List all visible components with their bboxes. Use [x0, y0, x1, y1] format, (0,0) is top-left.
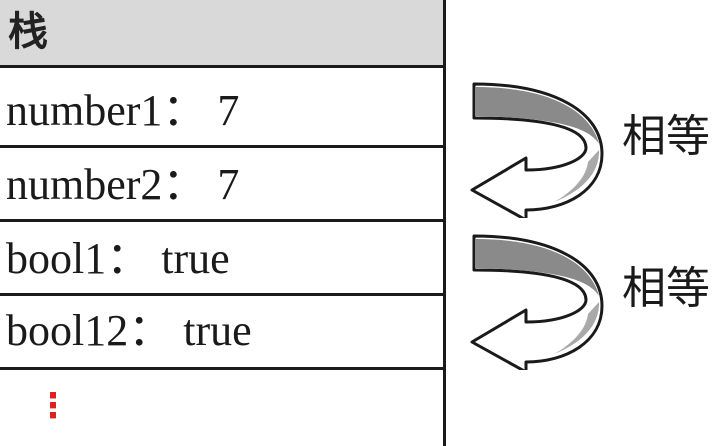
- stack-row-number2: number2： 7: [0, 148, 443, 222]
- stack-cell-text: bool12： true: [6, 306, 252, 355]
- vertical-ellipsis: ⋮: [36, 386, 70, 426]
- curved-arrow-icon: [470, 234, 604, 370]
- stack-cell-text: bool1： true: [6, 234, 230, 283]
- stack-header: 栈: [0, 0, 443, 68]
- stack-row-bool12: bool12： true: [0, 296, 443, 370]
- stack-row-bool1: bool1： true: [0, 222, 443, 296]
- stack-header-label: 栈: [8, 8, 48, 55]
- stack-row-number1: number1： 7: [0, 68, 443, 148]
- stack-row-more: ⋮: [0, 370, 443, 446]
- curved-arrow-icon: [470, 82, 604, 218]
- equal-label: 相等: [622, 111, 710, 162]
- stack-cell-text: number2： 7: [6, 160, 240, 209]
- stack-table: 栈 number1： 7 number2： 7 bool1： true bool…: [0, 0, 446, 446]
- equal-label: 相等: [622, 263, 710, 314]
- stack-cell-text: number1： 7: [6, 86, 240, 135]
